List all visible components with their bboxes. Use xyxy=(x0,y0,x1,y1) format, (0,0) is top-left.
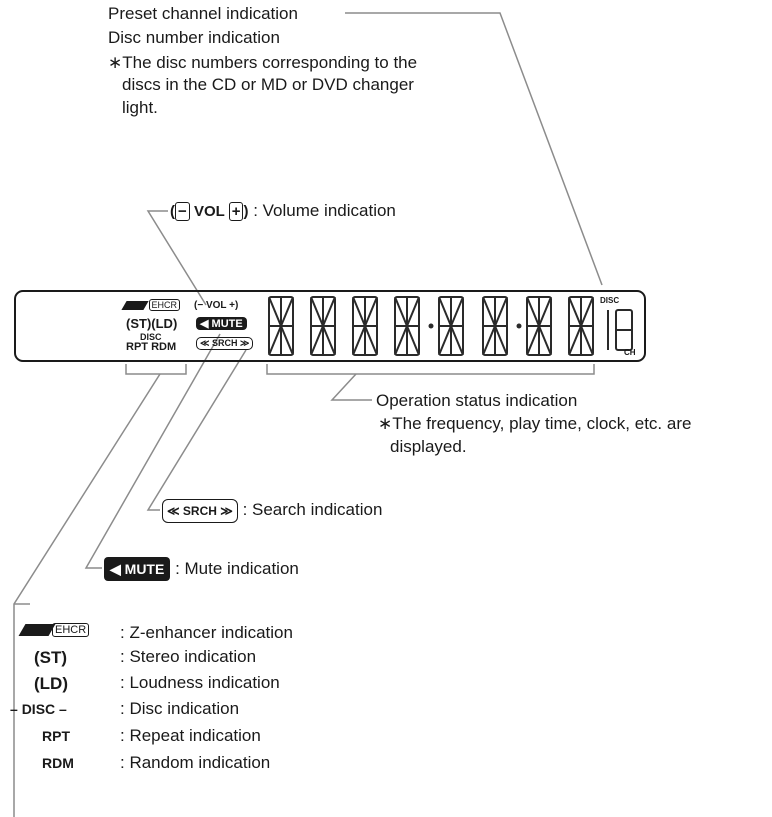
mute-symbol: ◀ MUTE xyxy=(104,557,171,581)
legend-disc-symbol: – DISC – xyxy=(10,701,67,717)
volume-leader xyxy=(146,210,207,306)
operation-status-note-2: displayed. xyxy=(390,437,467,456)
legend-st-symbol: (ST) xyxy=(34,648,68,667)
mute-leader xyxy=(84,333,221,569)
search-label: : Search indication xyxy=(242,500,383,519)
search-leader xyxy=(146,349,247,511)
lcd-display xyxy=(14,290,646,362)
vol-ind-minus: − xyxy=(197,300,204,311)
legend-st-desc: : Stereo indication xyxy=(120,647,257,666)
operation-status-label: Operation status indication xyxy=(376,391,578,410)
rpt-rdm-indicator: RPT RDM xyxy=(126,341,176,353)
legend-ehcr-text: EHCR xyxy=(52,623,90,637)
legend-rdm-symbol: RDM xyxy=(42,755,74,771)
digit-8 xyxy=(568,296,594,356)
digit-3 xyxy=(352,296,378,356)
mute-callout: ◀ MUTE : Mute indication xyxy=(104,557,299,581)
search-symbol-text: SRCH xyxy=(182,504,217,518)
legend-rdm-desc: : Random indication xyxy=(120,753,271,772)
operation-leader xyxy=(330,373,372,401)
operation-bracket xyxy=(266,364,595,375)
ld-indicator: (LD) xyxy=(151,316,178,331)
srch-indicator: ≪ SRCH ≫ xyxy=(196,337,254,350)
digit-6 xyxy=(482,296,508,356)
legend-rpt-desc: : Repeat indication xyxy=(120,726,261,745)
disc-number-label: Disc number indication xyxy=(108,28,280,47)
disc-number-note: ∗The disc numbers corresponding to the xyxy=(108,53,418,72)
z-enhancer-icon xyxy=(121,301,149,311)
rdm-indicator: RDM xyxy=(151,341,177,353)
legend-disc-desc: : Disc indication xyxy=(120,699,240,718)
legend-ehcr-symbol: EHCR xyxy=(18,623,90,637)
preset-channel-label: Preset channel indication xyxy=(108,4,298,23)
channel-digits xyxy=(607,309,633,351)
legend-rpt-symbol: RPT xyxy=(42,728,70,744)
z-enhancer-legend-icon xyxy=(18,624,56,637)
disc-number-note-2: discs in the CD or MD or DVD changer xyxy=(122,75,414,94)
rpt-indicator: RPT xyxy=(126,341,148,353)
digit-1 xyxy=(268,296,294,356)
vol-ind-plus: + xyxy=(229,300,235,311)
segment-digits xyxy=(268,296,633,356)
volume-symbol: (− VOL +) xyxy=(170,202,249,221)
legend-disc-text: DISC xyxy=(21,701,56,717)
st-indicator: (ST) xyxy=(126,316,152,331)
ehcr-text: EHCR xyxy=(148,299,181,311)
vol-ind-text: VOL xyxy=(205,300,227,311)
search-symbol: ≪ SRCH ≫ xyxy=(162,499,238,523)
volume-label: : Volume indication xyxy=(253,201,396,220)
disc-number-note-3: light. xyxy=(122,98,158,117)
disc-small-label: DISC xyxy=(600,296,620,305)
vol-text: VOL xyxy=(193,203,225,220)
srch-ind-text: SRCH xyxy=(211,338,238,348)
separator-dot-1 xyxy=(428,323,434,329)
mute-symbol-text: MUTE xyxy=(124,561,165,577)
vol-minus-symbol: − xyxy=(175,202,190,221)
vol-plus-symbol: + xyxy=(228,202,244,221)
vol-indicator: (− VOL +) xyxy=(194,300,239,311)
disc-indicator: DISC xyxy=(140,332,162,342)
digit-7 xyxy=(526,296,552,356)
ch-label: CH xyxy=(624,348,636,357)
legend-ld-symbol: (LD) xyxy=(34,674,68,693)
digit-5 xyxy=(438,296,464,356)
legend-ehcr-desc: : Z-enhancer indication xyxy=(120,623,293,642)
search-callout: ≪ SRCH ≫ : Search indication xyxy=(162,499,382,523)
legend-bracket xyxy=(125,364,187,375)
preset-channel-leader xyxy=(345,12,603,286)
mute-indicator: ◀ MUTE xyxy=(196,317,247,330)
separator-dot-2 xyxy=(516,323,522,329)
legend-leader xyxy=(13,373,161,817)
st-ld-indicator: (ST)(LD) xyxy=(126,316,177,331)
volume-callout: (− VOL +) : Volume indication xyxy=(170,200,396,223)
legend-ld-desc: : Loudness indication xyxy=(120,673,280,692)
digit-2 xyxy=(310,296,336,356)
mute-label: : Mute indication xyxy=(175,559,299,578)
digit-4 xyxy=(394,296,420,356)
ehcr-indicator: EHCR xyxy=(121,299,181,311)
operation-status-note: ∗The frequency, play time, clock, etc. a… xyxy=(378,414,692,433)
speaker-icon: ◀ xyxy=(200,318,209,330)
mute-ind-text: MUTE xyxy=(211,318,243,330)
